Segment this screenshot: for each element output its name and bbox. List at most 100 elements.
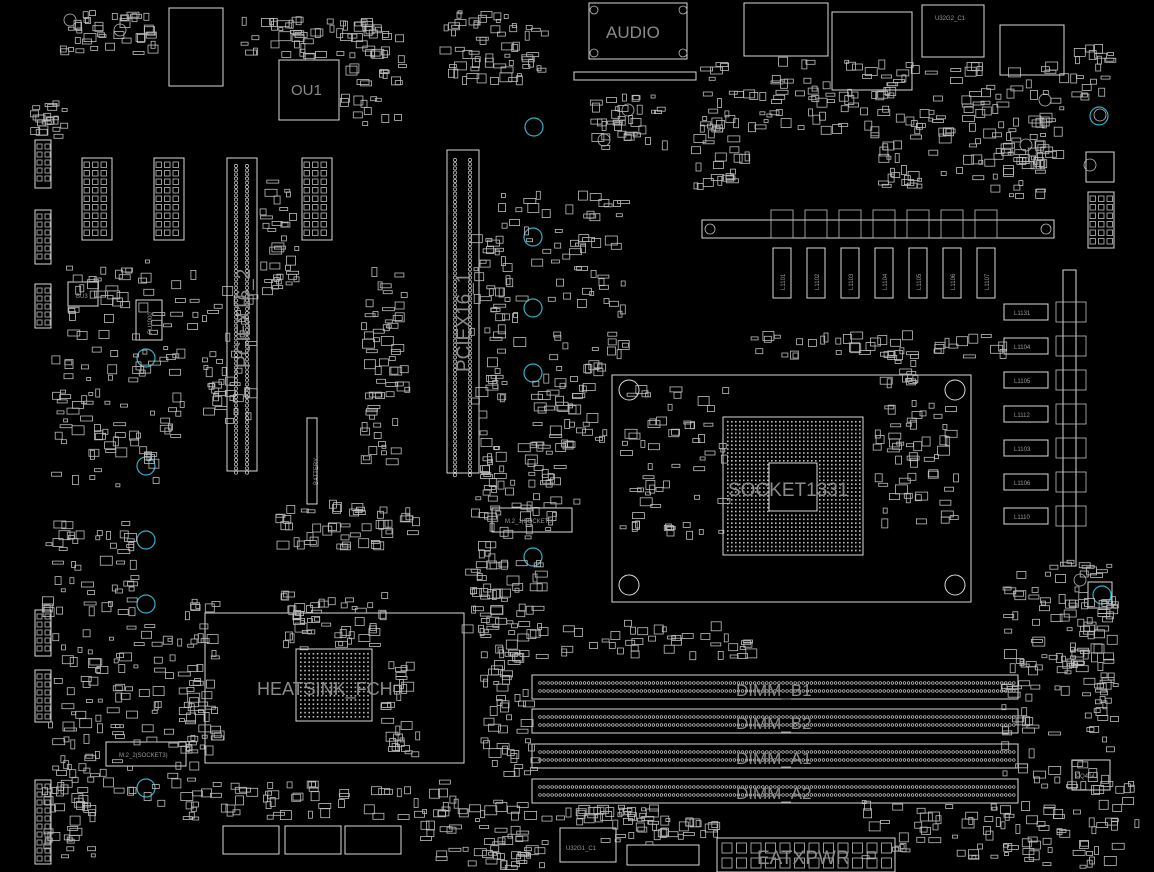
smd-component [69, 827, 83, 836]
smd-component [486, 560, 498, 570]
smd-component [597, 274, 610, 279]
smd-component [248, 294, 254, 305]
smd-component [707, 129, 715, 139]
smd-component [984, 158, 996, 167]
smd-component [533, 562, 544, 568]
smd-component [56, 399, 68, 404]
smd-component [1102, 700, 1108, 710]
smd-component [942, 127, 952, 136]
smd-component [394, 272, 405, 278]
smd-component [201, 691, 213, 700]
smd-component [1049, 564, 1059, 570]
smd-component [494, 827, 508, 833]
smd-component [175, 761, 182, 770]
header-pin [44, 245, 51, 252]
smd-component [71, 425, 85, 436]
smd-component [999, 348, 1007, 359]
smd-component [43, 796, 54, 805]
smd-component [509, 219, 521, 227]
smd-component [525, 518, 532, 527]
smd-component [630, 650, 640, 659]
smd-component [1004, 852, 1009, 856]
smd-component [345, 65, 358, 76]
smd-component [1096, 569, 1108, 574]
smd-component [339, 789, 350, 799]
smd-component [294, 246, 300, 251]
smd-component [991, 806, 998, 811]
vrm-inductor-label: L1105 [1014, 379, 1031, 385]
smd-component [1082, 692, 1091, 697]
smd-component [820, 335, 826, 345]
smd-component [125, 686, 133, 692]
smd-component [617, 105, 629, 112]
header-pin [36, 245, 43, 252]
smd-component [443, 24, 449, 32]
smd-component [1093, 643, 1105, 654]
smd-component [600, 838, 611, 843]
smd-component [1043, 807, 1056, 815]
smd-component [586, 210, 595, 219]
smd-component [532, 380, 540, 387]
smd-component [505, 639, 518, 650]
smd-component [482, 489, 491, 496]
smd-component [447, 68, 455, 78]
smd-component [143, 792, 152, 801]
smd-component [1040, 146, 1054, 153]
smd-component [549, 354, 559, 361]
smd-component [75, 710, 87, 719]
smd-component [910, 134, 922, 140]
vrm-mosfet [940, 209, 964, 239]
smd-component [265, 790, 273, 796]
smd-component [201, 734, 208, 739]
smd-component [64, 360, 73, 366]
header-pin [92, 195, 99, 202]
smd-component [1072, 850, 1086, 856]
smd-component [878, 482, 889, 487]
smd-component [1039, 605, 1050, 612]
smd-component [530, 27, 541, 32]
smd-component [598, 198, 610, 207]
vrm-inductor-label: L1104 [883, 273, 889, 290]
header-pin [36, 831, 43, 838]
smd-component [128, 607, 136, 617]
smd-component [499, 649, 505, 659]
vrm-inductor-label: L1105 [917, 273, 923, 290]
header-pin [44, 151, 51, 158]
smd-component [376, 378, 387, 384]
vrm-inductor [1003, 405, 1049, 423]
smd-component [52, 738, 66, 746]
smd-component [601, 121, 607, 131]
smd-component [232, 394, 244, 403]
smd-component [884, 405, 895, 410]
smd-component [113, 31, 125, 40]
smd-component [525, 605, 534, 615]
smd-component [200, 638, 210, 643]
eatxpwr-pin [808, 857, 820, 869]
smd-component [511, 623, 519, 629]
smd-component [103, 777, 114, 788]
header-pin [83, 221, 90, 228]
smd-component [480, 474, 493, 480]
smd-component [725, 173, 734, 181]
smd-component [1097, 662, 1104, 671]
smd-component [1086, 566, 1097, 576]
smd-component [606, 97, 617, 103]
smd-component [1112, 804, 1123, 812]
smd-component [491, 665, 503, 676]
smd-component [1083, 624, 1095, 635]
smd-component [52, 560, 64, 565]
smd-component [698, 529, 704, 535]
smd-component [113, 787, 125, 794]
smd-component [375, 392, 385, 399]
smd-component [373, 432, 382, 439]
smd-component [437, 810, 446, 817]
smd-component [32, 105, 41, 111]
smd-component [968, 849, 979, 860]
smd-component [378, 358, 389, 367]
smd-component [111, 13, 118, 20]
smd-component [901, 165, 907, 175]
smd-component [1073, 48, 1086, 57]
smd-component [892, 442, 902, 450]
smd-component [47, 832, 61, 841]
